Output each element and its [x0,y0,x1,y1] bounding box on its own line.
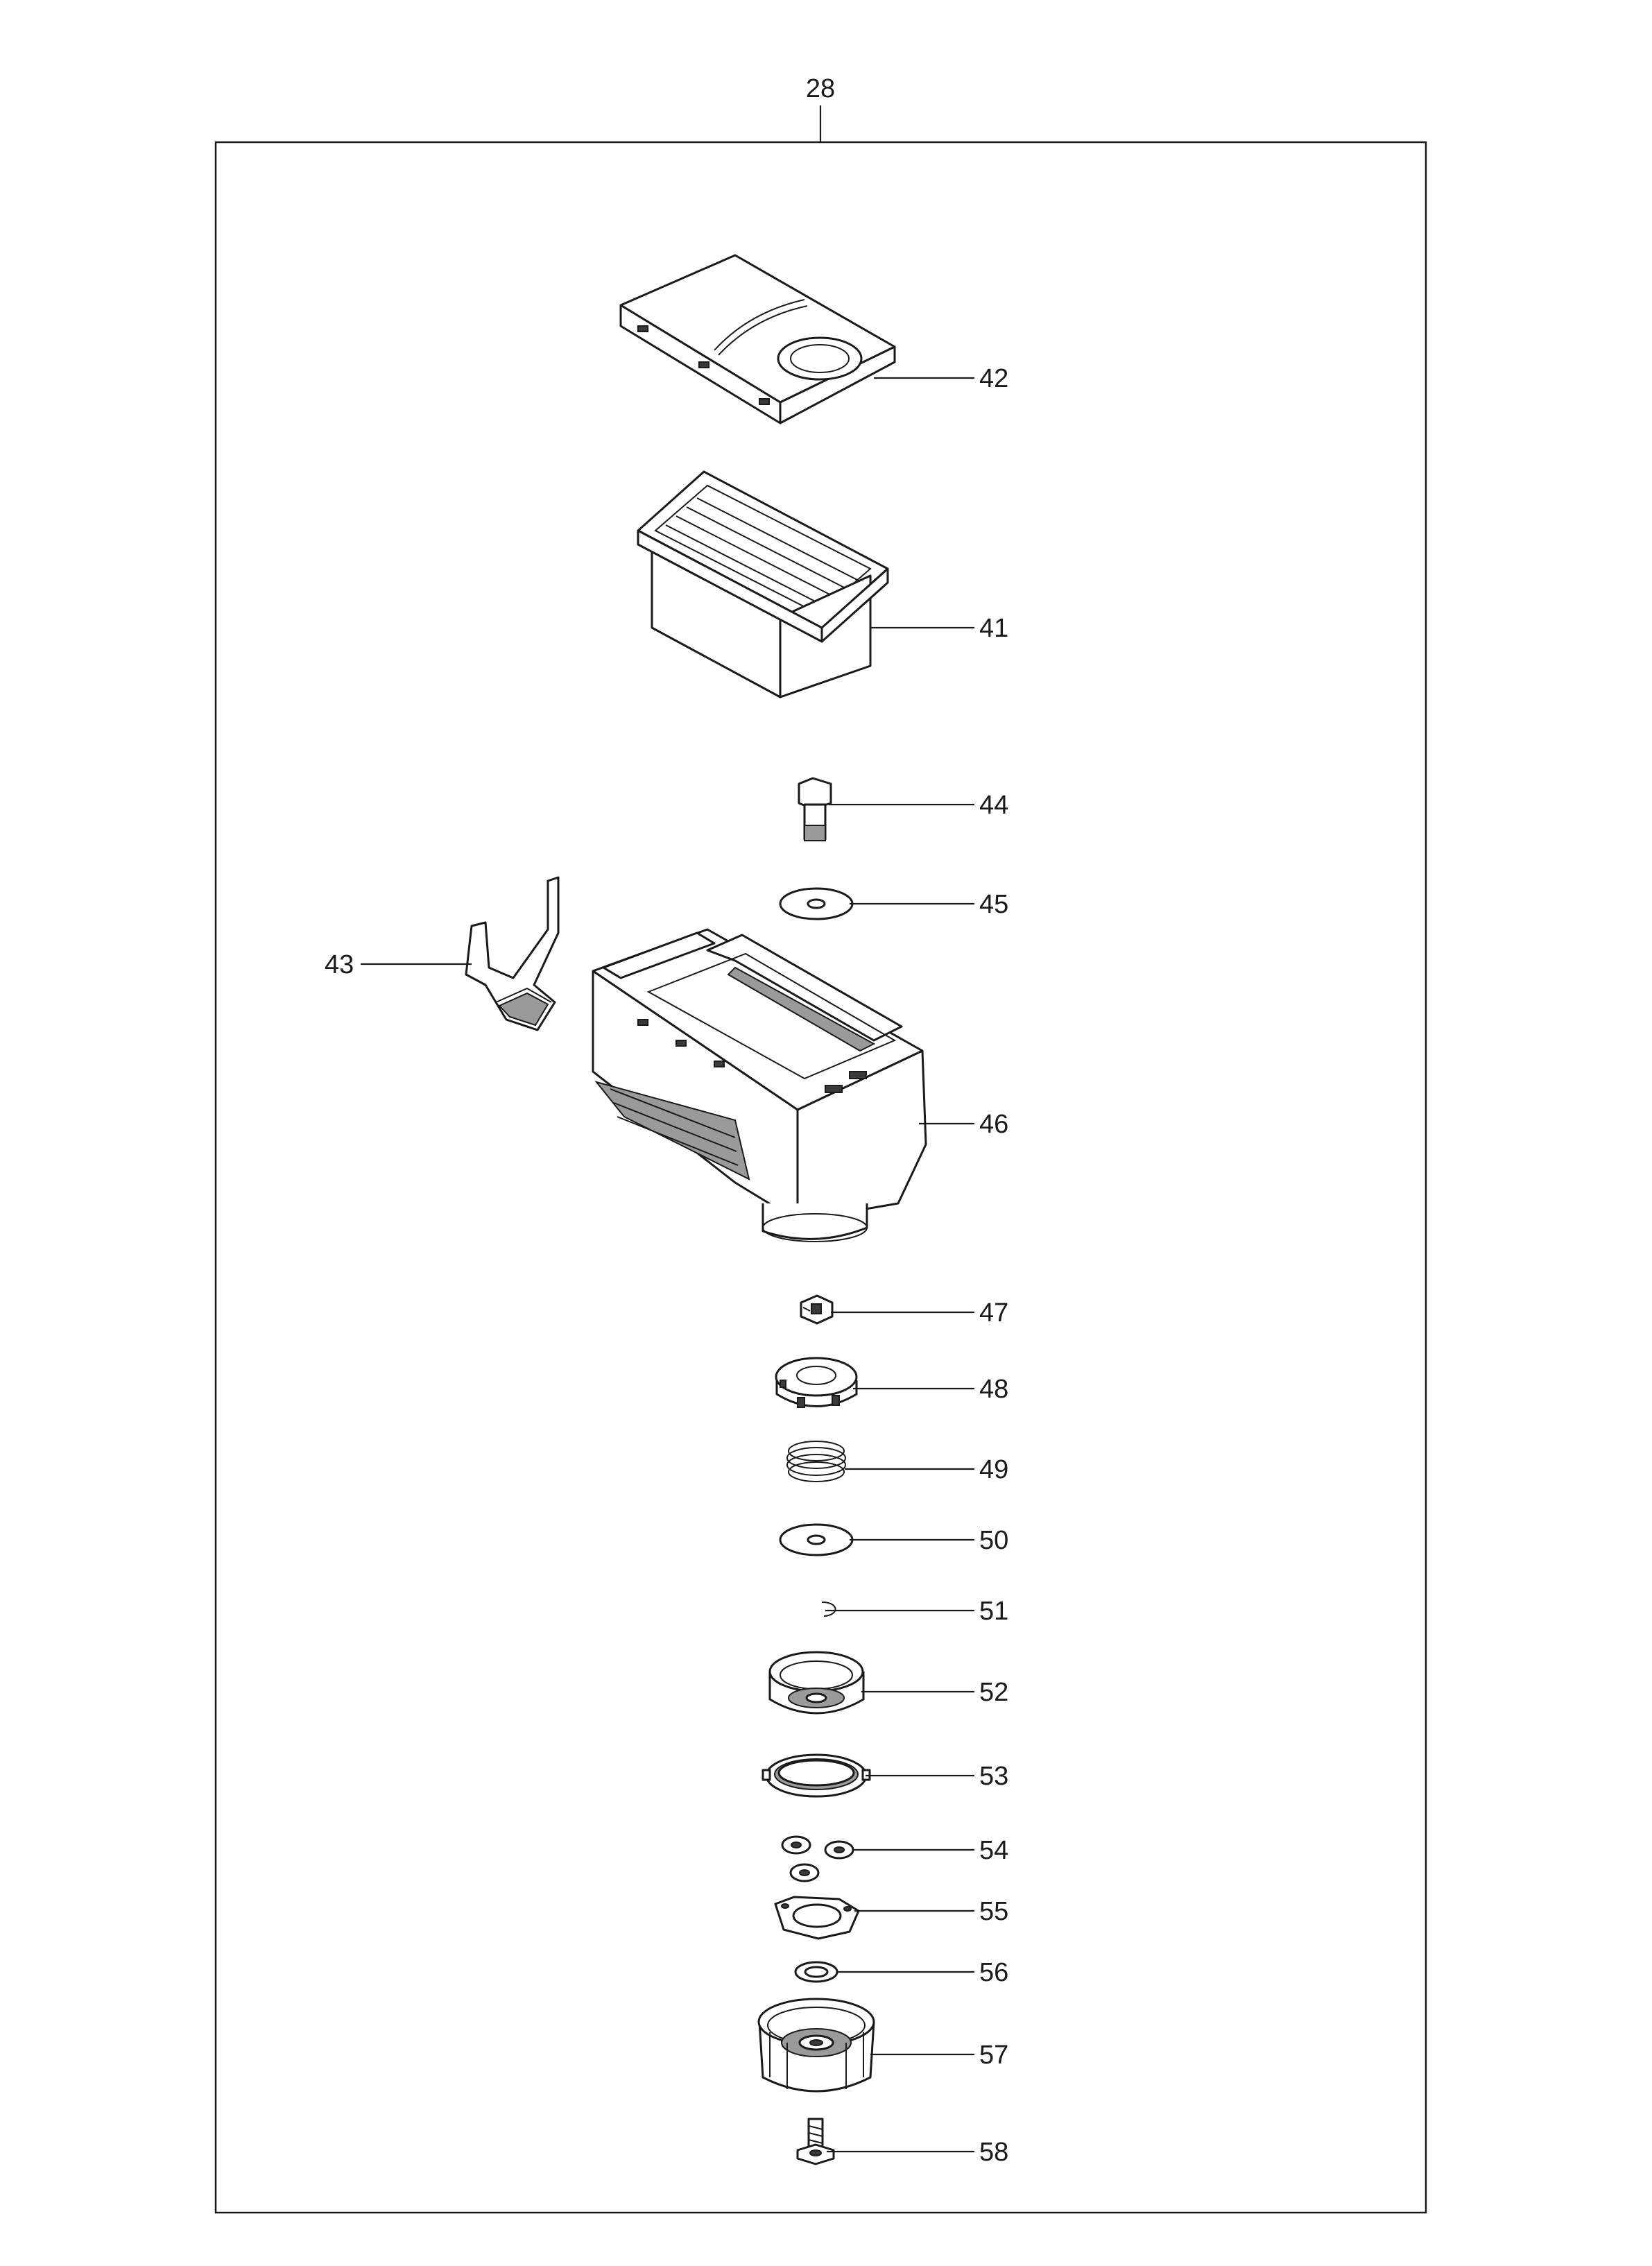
part-52-callout: 52 [979,1678,1008,1707]
part-48-retainer[interactable] [775,1357,858,1408]
part-41-callout: 41 [979,614,1008,643]
part-55-callout: 55 [979,1897,1008,1926]
part-51-callout: 51 [979,1597,1008,1626]
part-45-callout: 45 [979,890,1008,919]
part-42-filter-cover[interactable] [619,254,896,424]
part-57-cap[interactable] [757,1998,875,2093]
part-52-cup[interactable] [768,1651,865,1715]
part-47-nut[interactable] [800,1294,834,1325]
part-55-plate[interactable] [774,1896,860,1940]
part-58-screw[interactable] [796,2118,835,2165]
part-56-washer[interactable] [794,1961,838,1983]
part-46-air-box-housing[interactable] [592,928,927,1242]
part-53-callout: 53 [979,1762,1008,1791]
part-50-washer[interactable] [779,1523,854,1556]
part-45-washer[interactable] [779,887,854,920]
part-49-spring[interactable] [786,1441,846,1482]
part-47-callout: 47 [979,1298,1008,1328]
part-44-bolt[interactable] [798,777,832,841]
part-54-rollers[interactable] [781,1835,854,1882]
part-57-callout: 57 [979,2041,1008,2070]
part-41-filter-element[interactable] [637,470,889,698]
part-48-callout: 48 [979,1375,1008,1404]
part-43-callout: 43 [325,950,354,979]
assembly-callout: 28 [806,74,835,103]
part-54-callout: 54 [979,1836,1008,1865]
part-51-circlip[interactable] [821,1601,836,1617]
part-42-callout: 42 [979,364,1008,393]
part-58-callout: 58 [979,2138,1008,2167]
part-50-callout: 50 [979,1526,1008,1555]
part-46-callout: 46 [979,1110,1008,1139]
part-56-callout: 56 [979,1958,1008,1987]
part-49-callout: 49 [979,1455,1008,1484]
part-44-callout: 44 [979,791,1008,820]
part-53-ring[interactable] [762,1753,871,1798]
part-43-bracket[interactable] [465,876,560,1031]
